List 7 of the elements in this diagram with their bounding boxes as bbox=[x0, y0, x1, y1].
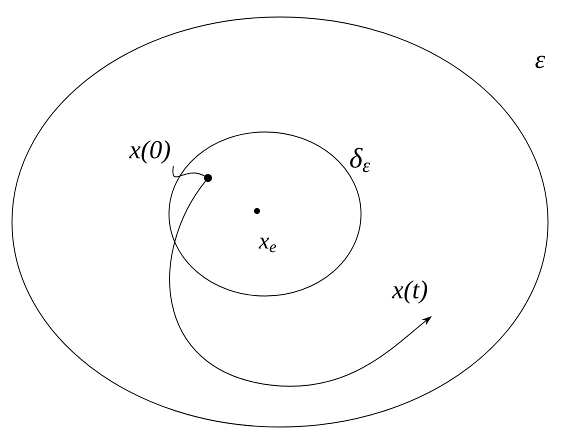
point-label: x$_{e}$ bbox=[258, 238, 276, 252]
region-label: ε bbox=[535, 56, 546, 68]
leader-line bbox=[172, 166, 205, 178]
dot bbox=[204, 174, 212, 182]
region-label: δ$_{ε}$ bbox=[350, 148, 370, 172]
point-label: x(0) bbox=[128, 140, 170, 164]
edge-label: x(t) bbox=[390, 279, 430, 305]
